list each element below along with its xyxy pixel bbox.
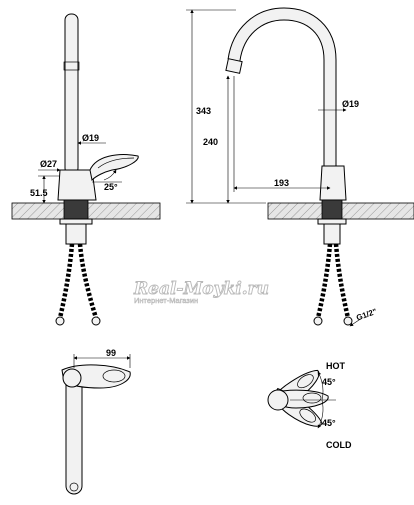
dim-mount-height: 51.5 xyxy=(30,188,48,198)
dim-spout-diameter-side: Ø19 xyxy=(342,99,359,109)
dim-pipe-diameter-front: Ø19 xyxy=(82,133,99,143)
dim-total-height: 343 xyxy=(196,106,211,116)
front-hose-left xyxy=(57,243,75,319)
dim-spout-reach: 193 xyxy=(274,178,289,188)
front-pipe xyxy=(64,13,79,175)
watermark-tagline: Интернет-Магазин xyxy=(134,296,198,305)
top-view: 99 xyxy=(61,348,131,495)
side-view: 343 240 Ø19 193 G1/2" xyxy=(186,7,414,327)
dim-thread: G1/2" xyxy=(355,307,378,323)
front-hose-right xyxy=(77,243,99,319)
dim-lever-angle: 25° xyxy=(104,182,118,192)
top-spout xyxy=(65,380,83,495)
cold-angle: 45° xyxy=(322,418,336,428)
hot-label: HOT xyxy=(326,361,346,371)
dim-spout-height: 240 xyxy=(203,137,218,147)
dim-lever-length: 99 xyxy=(106,348,116,358)
side-hose-left xyxy=(315,243,333,319)
hot-angle: 45° xyxy=(322,377,336,387)
side-hose-right xyxy=(333,243,351,319)
front-lever xyxy=(89,154,139,182)
front-body xyxy=(57,169,97,201)
side-spout xyxy=(227,7,337,172)
front-view: Ø19 Ø27 51.5 25° xyxy=(11,13,161,326)
dim-body-diameter: Ø27 xyxy=(40,159,57,169)
watermark-brand: Real-Moyki.ru xyxy=(133,279,269,299)
cold-label: COLD xyxy=(326,440,352,450)
temperature-view: HOT 45° 45° COLD xyxy=(267,361,352,450)
